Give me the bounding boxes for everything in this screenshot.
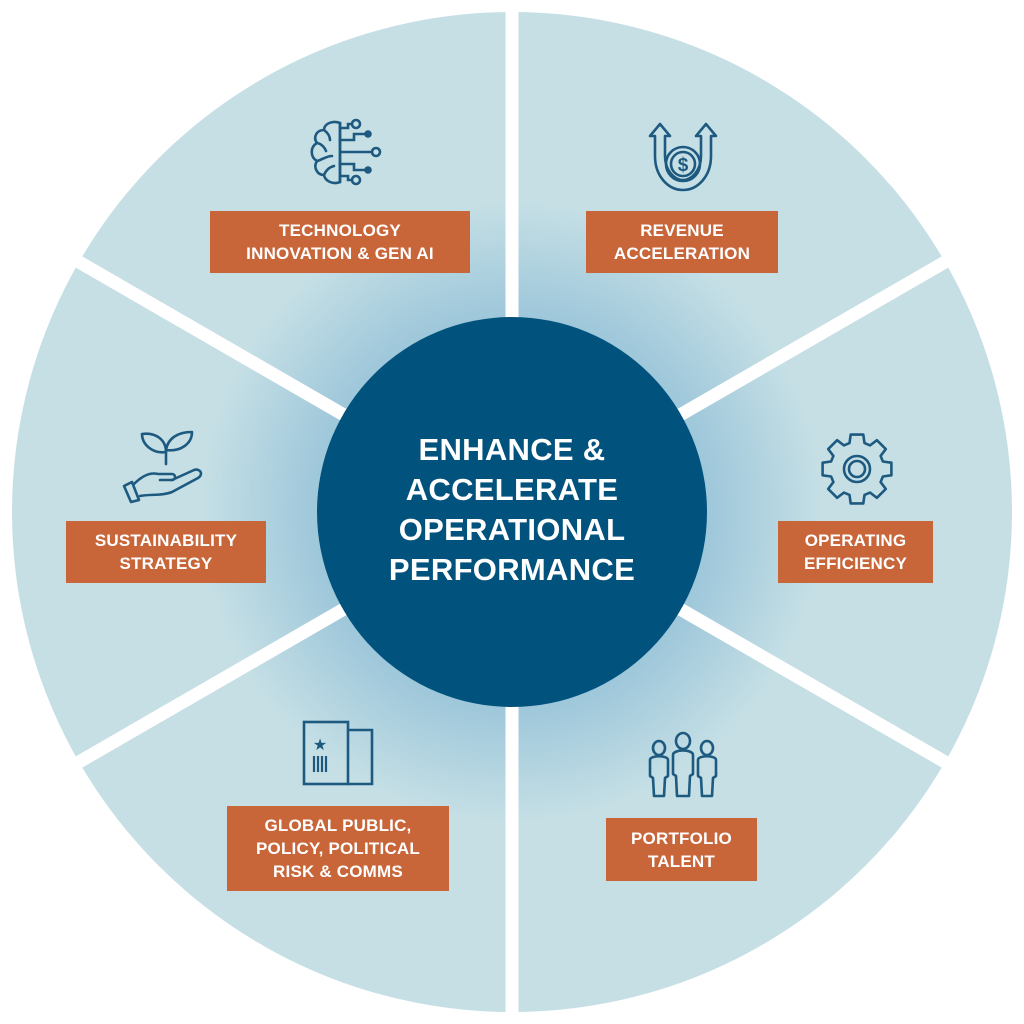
svg-text:$: $ xyxy=(678,155,689,176)
hand-plant-icon xyxy=(122,430,208,509)
label-line: TECHNOLOGY xyxy=(279,221,401,240)
center-line: PERFORMANCE xyxy=(388,552,636,587)
segment-label-revenue: REVENUE ACCELERATION xyxy=(586,211,778,273)
brain-circuit-icon xyxy=(308,118,382,191)
center-line: ENHANCE & xyxy=(418,432,606,467)
label-line: ACCELERATION xyxy=(613,244,751,263)
label-line: EFFICIENCY xyxy=(803,554,908,573)
label-line: PORTFOLIO xyxy=(631,828,732,848)
center-line: OPERATIONAL xyxy=(398,512,626,547)
segment-label-sustainability: SUSTAINABILITY STRATEGY xyxy=(66,521,266,583)
label-line: SUSTAINABILITY xyxy=(94,531,238,550)
center-title: ENHANCE & ACCELERATE OPERATIONAL PERFORM… xyxy=(340,430,684,590)
segment-label-portfolio: PORTFOLIO TALENT xyxy=(606,818,757,881)
label-line: STRATEGY xyxy=(119,554,213,573)
svg-text:★: ★ xyxy=(313,735,327,754)
government-building-icon: ★ xyxy=(302,720,374,791)
people-group-icon xyxy=(646,730,720,805)
label-line: POLICY, POLITICAL xyxy=(256,839,420,858)
center-line: ACCELERATE xyxy=(405,472,619,507)
label-line: INNOVATION & GEN AI xyxy=(246,244,434,263)
label-line: REVENUE xyxy=(640,221,724,240)
label-line: GLOBAL PUBLIC, xyxy=(264,816,412,835)
label-line: OPERATING xyxy=(804,531,907,550)
segment-label-technology: TECHNOLOGY INNOVATION & GEN AI xyxy=(210,211,470,273)
dollar-coin-arrows-up-icon: $ xyxy=(646,118,720,197)
label-line: RISK & COMMS xyxy=(273,862,403,881)
label-line: TALENT xyxy=(648,851,715,871)
segment-label-operating: OPERATING EFFICIENCY xyxy=(778,521,933,583)
center-circle xyxy=(317,317,707,707)
gear-icon xyxy=(820,432,894,511)
segment-label-global-public: GLOBAL PUBLIC, POLICY, POLITICAL RISK & … xyxy=(227,806,449,891)
